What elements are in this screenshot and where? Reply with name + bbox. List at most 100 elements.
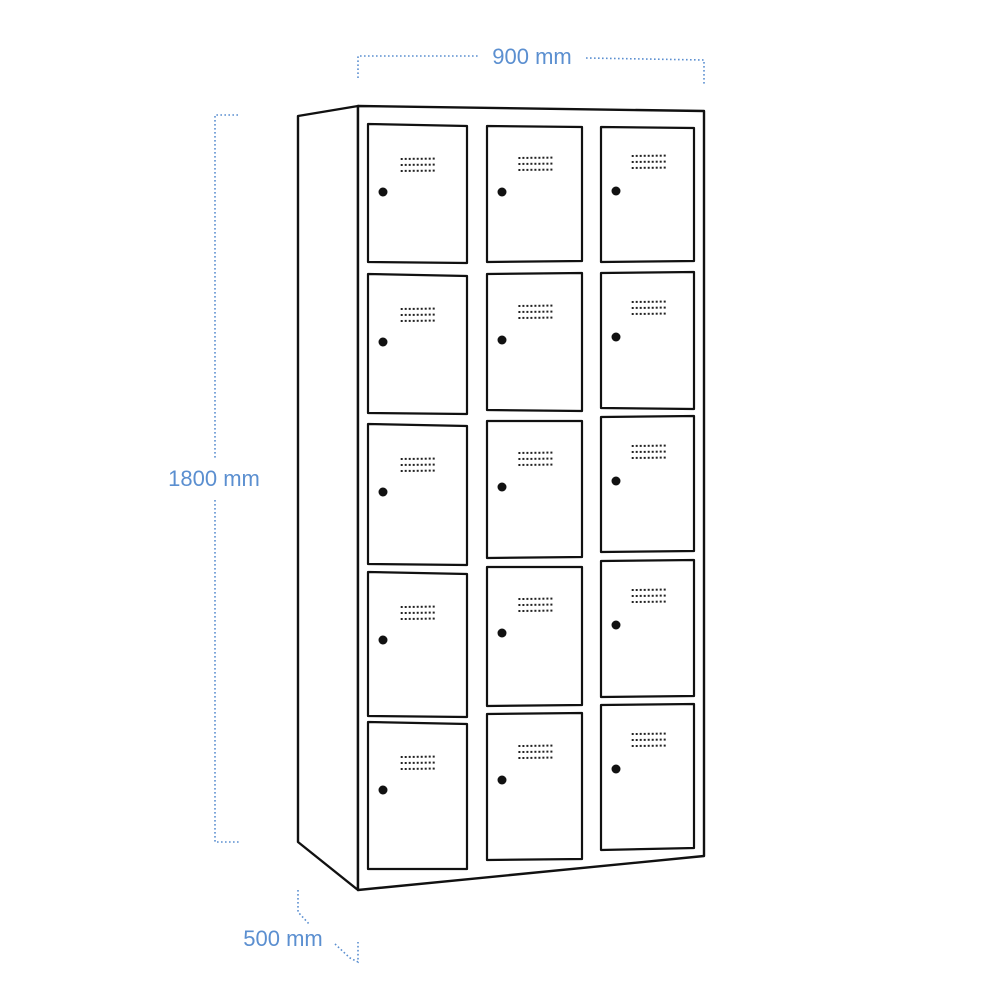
vent-hole <box>655 306 658 309</box>
vent-hole <box>428 611 431 614</box>
vent-hole <box>400 768 403 770</box>
vent-hole <box>432 611 435 614</box>
vent-hole <box>424 163 427 166</box>
vent-hole <box>663 450 666 453</box>
locker-door[interactable] <box>366 122 469 265</box>
vent-hole <box>542 756 545 759</box>
vent-hole <box>538 756 541 759</box>
vent-hole <box>432 767 435 770</box>
locker-door[interactable] <box>485 419 584 560</box>
vent-hole <box>428 767 431 770</box>
vent-hole <box>631 589 634 591</box>
vent-hole <box>655 444 658 447</box>
locker-door[interactable] <box>485 124 584 264</box>
locker-door[interactable] <box>485 711 584 862</box>
vent-hole <box>530 597 533 600</box>
vent-hole <box>400 470 403 472</box>
vent-hole <box>635 450 638 453</box>
vent-hole <box>534 744 537 747</box>
side-panel <box>296 104 360 892</box>
vent-hole <box>400 606 403 608</box>
lock-icon <box>378 635 388 645</box>
vent-hole <box>631 457 634 459</box>
locker-door[interactable] <box>599 558 696 699</box>
vent-hole <box>534 756 537 759</box>
vent-grille-icon <box>400 605 435 620</box>
vent-hole <box>428 157 431 160</box>
vent-hole <box>655 732 658 735</box>
lock-icon <box>611 186 621 196</box>
vent-hole <box>651 444 654 447</box>
lock-icon <box>611 332 621 342</box>
locker-door[interactable] <box>366 570 469 719</box>
locker-door[interactable] <box>485 271 584 413</box>
vent-hole <box>526 310 529 313</box>
vent-hole <box>550 451 553 454</box>
vent-hole <box>424 457 427 460</box>
vent-hole <box>534 316 537 319</box>
vent-hole <box>530 168 533 171</box>
vent-hole <box>663 312 666 315</box>
vent-hole <box>428 457 431 460</box>
vent-hole <box>420 761 423 764</box>
locker-door[interactable] <box>599 414 696 554</box>
vent-hole <box>546 463 549 466</box>
vent-hole <box>663 600 666 603</box>
vent-hole <box>651 312 654 315</box>
vent-hole <box>412 307 415 310</box>
vent-hole <box>404 469 407 472</box>
vent-hole <box>428 469 431 472</box>
vent-hole <box>659 306 662 309</box>
vent-hole <box>651 160 654 163</box>
vent-hole <box>408 611 411 614</box>
vent-hole <box>534 597 537 600</box>
vent-hole <box>639 600 642 603</box>
vent-hole <box>420 313 423 316</box>
vent-hole <box>659 738 662 741</box>
vent-hole <box>400 612 403 614</box>
vent-hole <box>643 154 646 157</box>
vent-hole <box>404 762 407 764</box>
vent-hole <box>651 306 654 309</box>
vent-hole <box>420 463 423 466</box>
vent-hole <box>412 761 415 764</box>
vent-hole <box>635 739 638 741</box>
locker-doors <box>366 122 696 871</box>
vent-hole <box>534 750 537 753</box>
vent-hole <box>643 450 646 453</box>
vent-hole <box>412 755 415 758</box>
vent-hole <box>659 160 662 163</box>
vent-hole <box>550 744 553 747</box>
vent-hole <box>659 444 662 447</box>
vent-hole <box>408 319 411 322</box>
locker-door[interactable] <box>366 720 469 871</box>
locker-door[interactable] <box>599 125 696 264</box>
vent-hole <box>534 310 537 313</box>
vent-hole <box>412 617 415 620</box>
vent-hole <box>526 597 529 600</box>
vent-hole <box>518 311 521 313</box>
vent-hole <box>526 156 529 159</box>
vent-hole <box>639 312 642 315</box>
vent-hole <box>432 469 435 472</box>
vent-hole <box>542 156 545 159</box>
vent-hole <box>534 463 537 466</box>
locker-door[interactable] <box>599 270 696 411</box>
vent-hole <box>404 756 407 758</box>
locker-door[interactable] <box>485 565 584 708</box>
locker-door[interactable] <box>599 702 696 852</box>
vent-hole <box>663 166 666 169</box>
vent-hole <box>647 166 650 169</box>
vent-hole <box>416 611 419 614</box>
vent-hole <box>428 755 431 758</box>
vent-hole <box>432 169 435 172</box>
vent-hole <box>655 450 658 453</box>
vent-hole <box>538 310 541 313</box>
locker-door[interactable] <box>366 422 469 567</box>
vent-hole <box>643 738 646 741</box>
vent-hole <box>639 588 642 591</box>
vent-hole <box>518 757 521 759</box>
locker-door[interactable] <box>366 272 469 416</box>
vent-hole <box>416 163 419 166</box>
vent-hole <box>663 588 666 591</box>
